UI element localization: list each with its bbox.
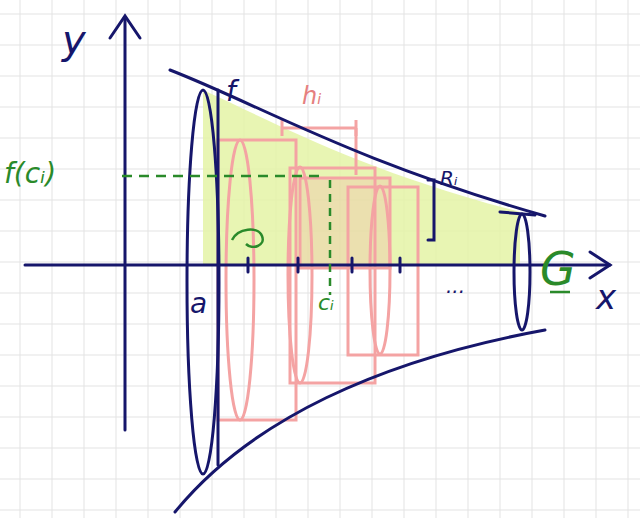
sample-point-label: cᵢ	[318, 292, 334, 314]
function-value-label: f(cᵢ)	[4, 160, 56, 188]
axes-and-solid	[25, 16, 610, 512]
bound-label: a	[190, 290, 207, 318]
ellipsis: ...	[446, 276, 465, 296]
region-label: G	[540, 246, 576, 292]
axis-label: y	[62, 20, 86, 60]
function-label: f	[226, 78, 236, 106]
axis-label: x	[596, 280, 616, 314]
green-guides	[122, 176, 570, 295]
height-label: hᵢ	[302, 84, 322, 108]
radius-label: Rᵢ	[440, 168, 457, 188]
